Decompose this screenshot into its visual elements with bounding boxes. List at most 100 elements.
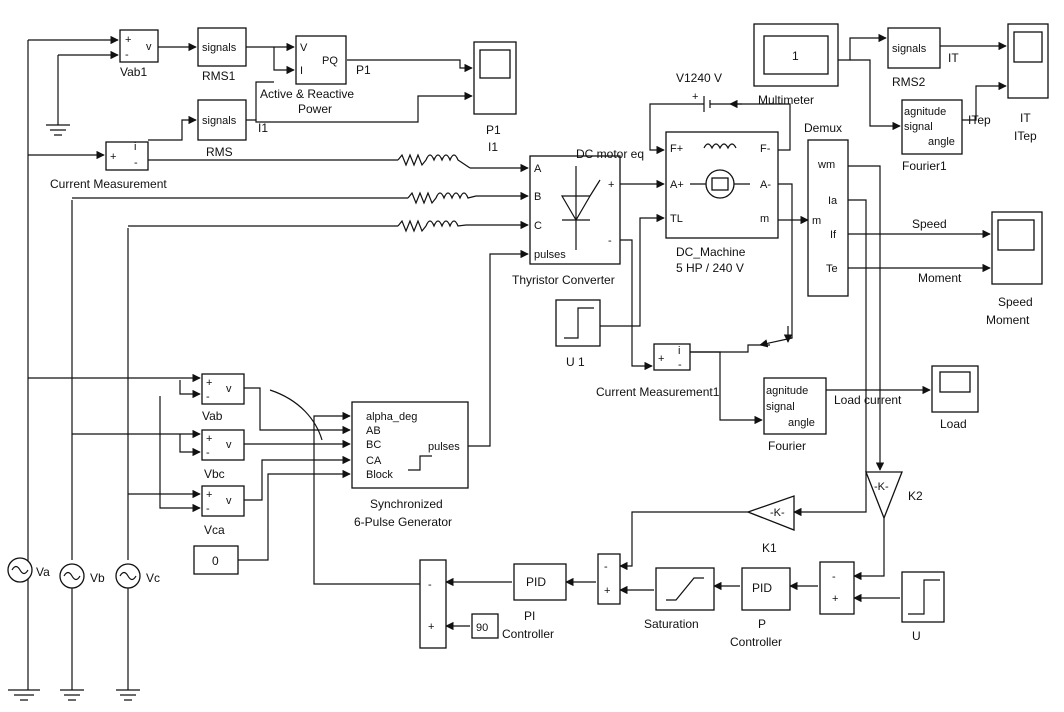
active-reactive-label-1: Active & Reactive bbox=[260, 87, 354, 101]
signal-lines bbox=[27, 33, 1007, 690]
current-measurement-label: Current Measurement bbox=[50, 177, 167, 191]
active-reactive-v-port: V bbox=[300, 42, 308, 54]
signal-speed-label: Speed bbox=[912, 217, 947, 231]
fourier-block[interactable]: agnitude signal angle Fourier bbox=[763, 377, 827, 453]
scope-speed-moment[interactable]: Speed Moment bbox=[986, 211, 1043, 327]
dc-machine-label-2: 5 HP / 240 V bbox=[676, 261, 744, 275]
step-u-label: U bbox=[912, 629, 921, 643]
fourier-line3: angle bbox=[788, 417, 815, 429]
rms2-block[interactable]: signals RMS2 bbox=[887, 27, 941, 89]
gain-k1[interactable]: -K- K1 bbox=[746, 495, 795, 555]
signal-i1-label: I1 bbox=[258, 121, 268, 135]
saturation-label: Saturation bbox=[644, 617, 699, 631]
thyristor-label: Thyristor Converter bbox=[512, 273, 615, 287]
thyristor-port-a: A bbox=[534, 163, 542, 175]
rms1-block[interactable]: signals RMS1 bbox=[197, 27, 247, 83]
fourier1-block[interactable]: agnitude signal angle Fourier1 bbox=[901, 99, 963, 173]
source-va-label: Va bbox=[36, 565, 50, 579]
demux-out-te: Te bbox=[826, 263, 838, 275]
vab-plus: + bbox=[206, 377, 212, 389]
sum-mid-minus: - bbox=[604, 561, 608, 573]
current-measurement[interactable]: + i - Current Measurement bbox=[50, 141, 167, 191]
voltage-measurement-vbc[interactable]: + - v Vbc bbox=[201, 429, 245, 481]
step-u[interactable]: U bbox=[901, 571, 945, 643]
dc-voltage-source[interactable]: + V1240 V bbox=[676, 71, 722, 112]
scope-load-label: Load bbox=[940, 417, 967, 431]
dc-machine-label-1: DC_Machine bbox=[676, 245, 746, 259]
dc-source-plus: + bbox=[692, 91, 698, 103]
scope-speed-label: Speed bbox=[998, 295, 1033, 309]
sum-mid-plus: + bbox=[604, 585, 610, 597]
constant-zero[interactable]: 0 bbox=[193, 545, 239, 575]
active-reactive-label-2: Power bbox=[298, 102, 332, 116]
pulse-gen-in-ab: AB bbox=[366, 425, 381, 437]
constant-ninety[interactable]: 90 bbox=[471, 613, 499, 639]
voltage-measurement-vab1[interactable]: + - v Vab1 bbox=[119, 29, 159, 79]
voltage-measurement-vca[interactable]: + - v Vca bbox=[201, 485, 245, 537]
demux-out-ia: Ia bbox=[828, 195, 838, 207]
multimeter[interactable]: 1 Multimeter bbox=[753, 23, 839, 107]
fourier-line1: agnitude bbox=[766, 385, 808, 397]
gain-k1-label: K1 bbox=[762, 541, 777, 555]
sum-left-minus: - bbox=[428, 579, 432, 591]
constant-zero-value: 0 bbox=[212, 554, 219, 568]
rms-content: signals bbox=[202, 115, 237, 127]
signal-load-current-label: Load current bbox=[834, 393, 902, 407]
source-vc-label: Vc bbox=[146, 571, 160, 585]
p-controller[interactable]: PID P Controller bbox=[730, 567, 791, 649]
rms-block[interactable]: signals RMS bbox=[197, 99, 247, 159]
voltage-source-vc[interactable]: Vc bbox=[115, 563, 160, 589]
pi-controller[interactable]: PID PI Controller bbox=[502, 563, 567, 641]
scope-load[interactable]: Load bbox=[931, 365, 979, 431]
saturation-block[interactable]: Saturation bbox=[644, 567, 715, 631]
demux-out-if: If bbox=[830, 229, 837, 241]
step-u1[interactable]: U 1 bbox=[555, 299, 601, 369]
current-measurement-1[interactable]: + i - Current Measurement1 bbox=[596, 343, 720, 399]
pulse-gen-label-1: Synchronized bbox=[370, 497, 443, 511]
vab-minus: - bbox=[206, 391, 210, 403]
rms-label: RMS bbox=[206, 145, 233, 159]
vca-out: v bbox=[226, 495, 232, 507]
pulse-gen-out: pulses bbox=[428, 441, 460, 453]
voltage-source-va[interactable]: Va bbox=[7, 557, 50, 583]
scope-it-itep[interactable]: IT ITep bbox=[1007, 23, 1049, 143]
source-vb-label: Vb bbox=[90, 571, 105, 585]
demux-label: Demux bbox=[804, 121, 842, 135]
dc-machine-header: DC motor eq bbox=[576, 147, 644, 161]
pulse-gen-in-ca: CA bbox=[366, 455, 382, 467]
thyristor-port-minus: - bbox=[608, 235, 612, 247]
gain-k1-content: -K- bbox=[770, 507, 785, 519]
thyristor-port-plus: + bbox=[608, 179, 614, 191]
voltage-source-vb[interactable]: Vb bbox=[59, 563, 105, 589]
active-reactive-pq-port: PQ bbox=[322, 55, 338, 67]
demux-out-wm: wm bbox=[817, 159, 835, 171]
sum-right[interactable]: - + bbox=[819, 561, 855, 615]
pulse-generator[interactable]: alpha_deg AB BC CA Block pulses Synchron… bbox=[351, 401, 469, 529]
thyristor-converter[interactable]: A B C pulses + - Thyristor Converter bbox=[512, 155, 621, 287]
multimeter-display: 1 bbox=[792, 49, 799, 63]
pulse-gen-in-bc: BC bbox=[366, 439, 381, 451]
voltage-measurement-vab[interactable]: + - v Vab bbox=[201, 373, 245, 423]
thyristor-port-pulses: pulses bbox=[534, 249, 566, 261]
signal-it-label: IT bbox=[948, 51, 959, 65]
sum-left[interactable]: - + bbox=[419, 559, 447, 649]
fourier1-line3: angle bbox=[928, 136, 955, 148]
vab1-label: Vab1 bbox=[120, 65, 147, 79]
step-u1-label: U 1 bbox=[566, 355, 585, 369]
fourier-line2: signal bbox=[766, 401, 795, 413]
dc-machine-m: m bbox=[760, 213, 769, 225]
pi-controller-label-1: PI bbox=[524, 609, 535, 623]
sum-mid[interactable]: - + bbox=[597, 553, 621, 605]
demux-block[interactable]: Demux wm Ia If Te m bbox=[804, 121, 849, 297]
gain-k2[interactable]: -K- K2 bbox=[865, 471, 923, 520]
ground-icon bbox=[8, 124, 140, 701]
active-reactive-power-block[interactable]: V I PQ Active & Reactive Power bbox=[260, 35, 354, 116]
scope-i1-label: I1 bbox=[488, 140, 498, 154]
scope-p1-label: P1 bbox=[486, 123, 501, 137]
scope-itep-label: ITep bbox=[1014, 129, 1037, 143]
fourier1-line1: agnitude bbox=[904, 106, 946, 118]
dc-machine[interactable]: DC motor eq F+ F- A+ A- TL m DC_Machine … bbox=[576, 131, 779, 275]
scope-p1-i1[interactable]: P1 I1 bbox=[473, 41, 517, 154]
current-measurement-plus: + bbox=[110, 151, 116, 163]
